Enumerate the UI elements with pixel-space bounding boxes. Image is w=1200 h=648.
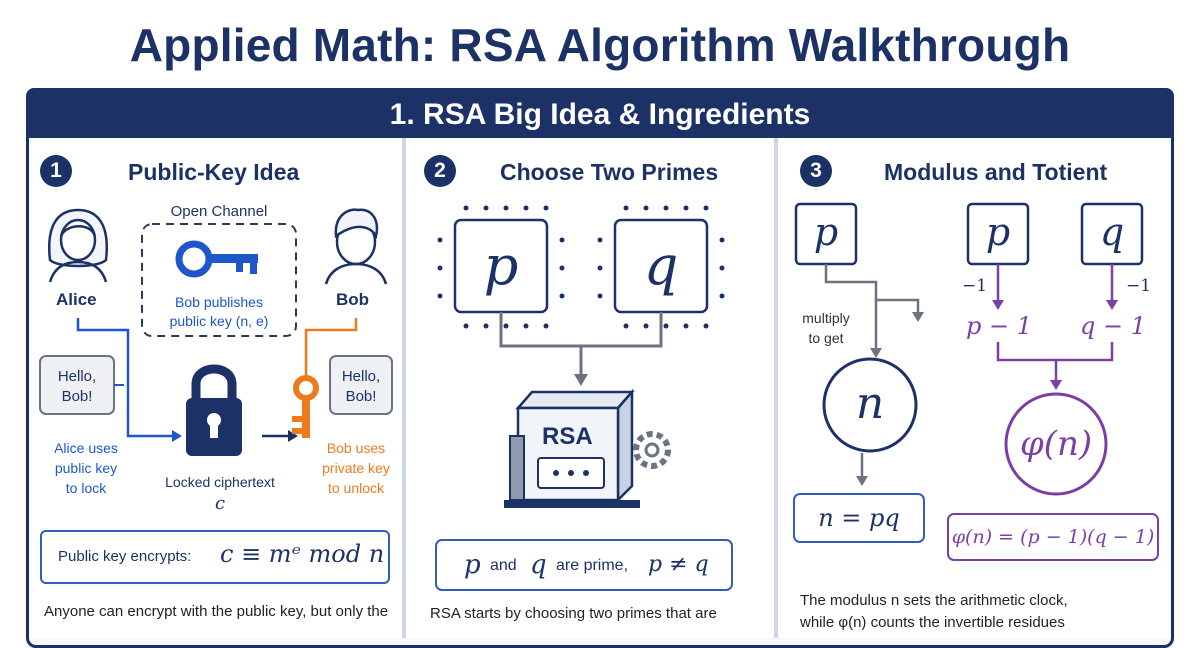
panel2-title: Choose Two Primes [500,159,719,185]
bob-label: Bob [336,290,370,309]
panel2-caption: RSA starts by choosing two primes that a… [430,605,717,622]
condition-are-prime: are prime, [556,557,629,574]
panel3-title: Modulus and Totient [884,159,1108,185]
step-badge-3: 3 [800,155,832,187]
multiply-connector [824,264,920,314]
multiply-label: multiply [802,310,850,326]
bob-uses-label: Bob uses [326,440,386,456]
section-header: 1. RSA Big Idea & Ingredients [26,88,1174,138]
private-key-icon [292,375,319,438]
alice-label: Alice [56,290,97,309]
alice-uses-label: to lock [65,480,107,496]
bob-uses-label: private key [322,460,390,476]
condition-neq: p ≠ q [648,552,709,577]
q-right-symbol: q [1099,210,1125,254]
minus-one-right: −1 [1126,276,1152,296]
phi-formula-box [947,513,1159,561]
bob-avatar [324,208,388,285]
phi-formula: φ(n) = (p − 1)(q − 1) [951,526,1155,548]
condition-q: q [530,550,547,580]
panel3-caption: while φ(n) counts the invertible residue… [800,614,1065,631]
prime-q-symbol: q [643,234,679,297]
n-formula-box [793,493,925,543]
n-symbol: n [855,378,885,429]
panel1-graphics [39,208,393,456]
open-channel-label: Open Channel [170,203,268,220]
lock-icon [186,364,242,456]
panel1-caption: Anyone can encrypt with the public key, … [44,603,389,620]
bob-publishes-label: public key (n, e) [169,313,269,329]
prime-p-symbol: p [483,234,519,297]
step-badge-2: 2 [424,155,456,187]
page-title: Applied Math: RSA Algorithm Walkthrough [129,19,1071,71]
open-channel-box [141,223,297,337]
step-badge-1: 1 [40,155,72,187]
message-right [329,355,393,415]
message-left-text: Hello, [57,368,97,385]
alice-avatar [47,208,109,283]
prime-condition-box [435,539,733,591]
rsa-machine-label: RSA [542,423,593,450]
n-circle [822,357,918,453]
alice-lock-line [76,318,172,438]
minus-one-left: −1 [962,276,988,296]
ciphertext-symbol: c [214,493,226,514]
alice-uses-label: public key [54,460,118,476]
totient-connector [996,342,1114,382]
bob-uses-label: to unlock [327,480,385,496]
prime-q-dots [597,205,725,329]
locked-ciphertext-label: Locked ciphertext [165,474,275,490]
panel2-graphics [435,205,733,591]
message-right-text: Hello, [341,368,381,385]
p-right-symbol: p [985,210,1011,254]
message-right-text: Bob! [345,388,377,405]
panel1-title: Public-Key Idea [128,159,300,185]
panel3-graphics [793,202,1159,561]
p-minus-one: p − 1 [966,312,1032,340]
encrypt-formula: c ≡ mᵉ mod n [220,540,385,568]
merge-connector [499,312,663,376]
panel-divider [402,138,406,638]
panel3-caption: The modulus n sets the arithmetic clock, [800,592,1068,609]
alice-uses-label: Alice uses [54,440,118,456]
message-left-text: Bob! [61,388,93,405]
multiply-label: to get [808,330,844,346]
condition-and: and [490,557,517,574]
panel-divider [774,138,778,638]
bob-publishes-label: Bob publishes [175,294,263,310]
rsa-machine-icon [504,388,671,508]
encrypt-formula-label: Public key encrypts: [58,548,192,565]
phi-circle [1004,392,1108,496]
q-minus-one: q − 1 [1080,312,1146,340]
encrypt-formula-box [40,530,390,584]
condition-p: p [464,550,481,580]
p-left-symbol: p [813,210,839,254]
bob-key-line [304,318,358,376]
phi-symbol: φ(n) [1019,424,1093,464]
public-key-icon [175,240,258,278]
prime-p-dots [437,205,565,329]
n-formula: n = pq [818,504,900,532]
